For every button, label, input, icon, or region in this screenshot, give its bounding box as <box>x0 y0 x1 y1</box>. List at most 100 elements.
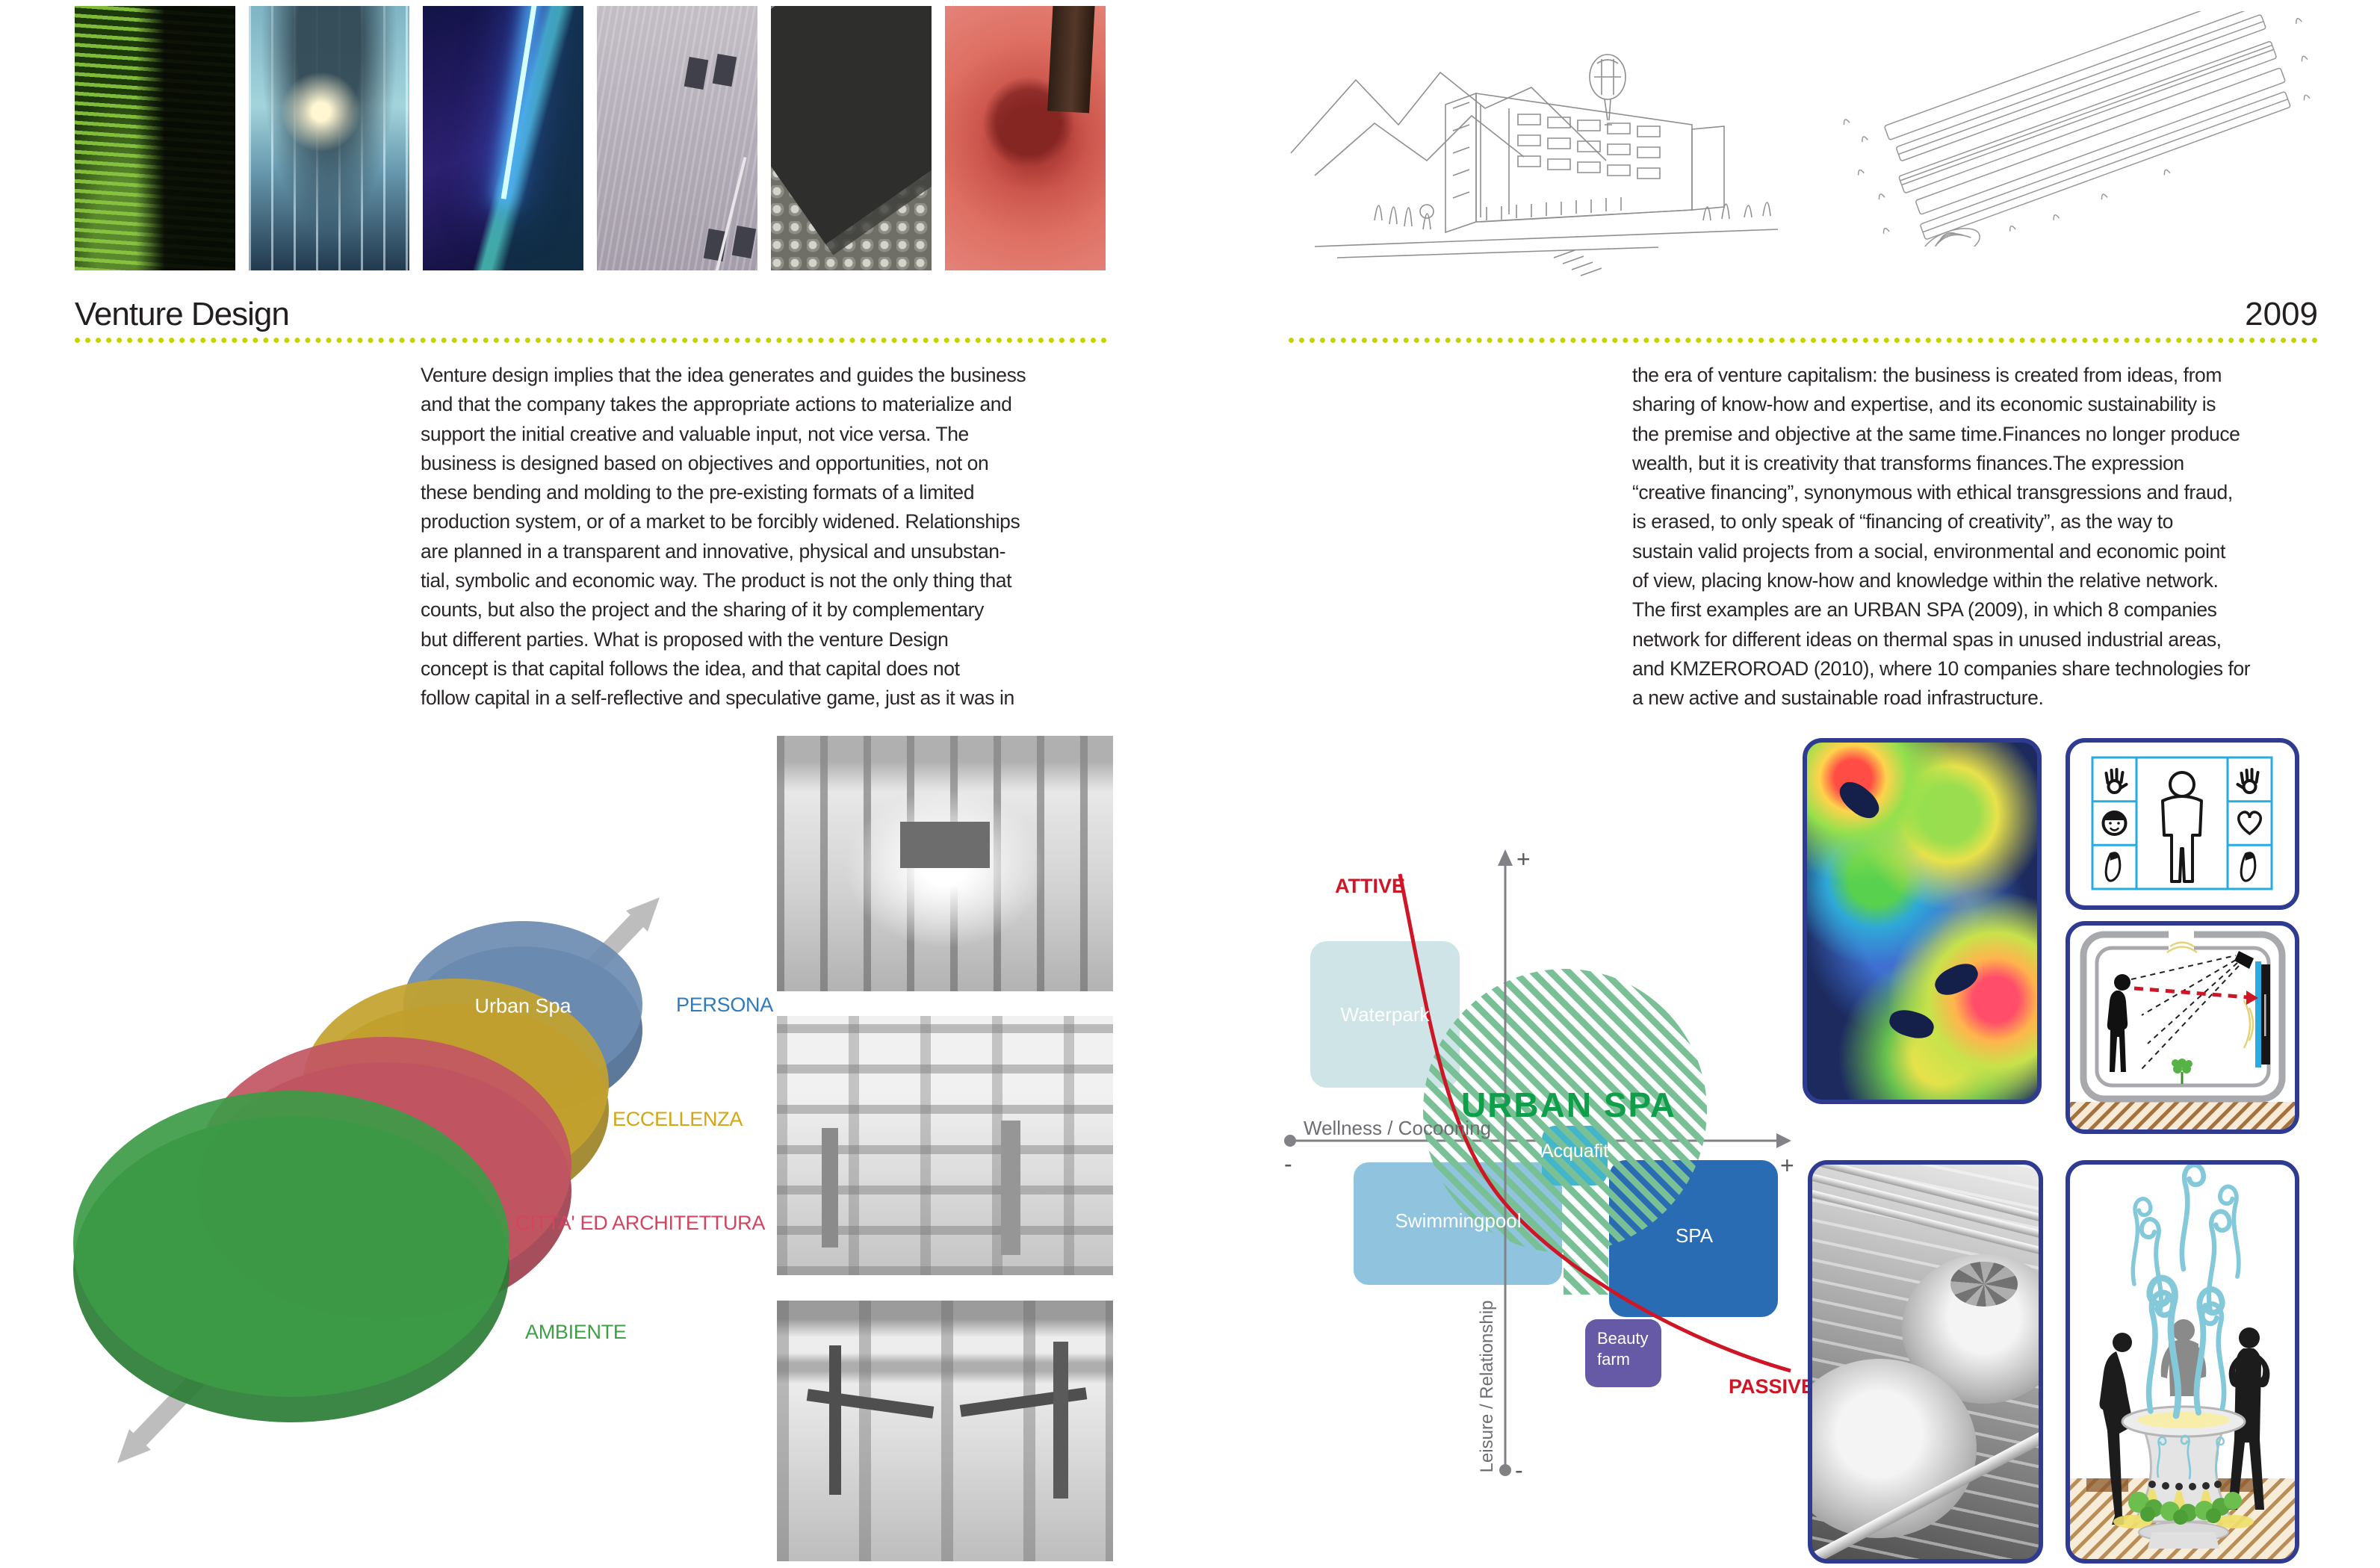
gaze-arrow <box>2133 986 2258 1005</box>
x-minus: - <box>1284 1150 1292 1177</box>
body-text-right: the era of venture capitalism: the busin… <box>1632 361 2331 713</box>
y-plus: + <box>1516 846 1531 873</box>
x-axis-label: Wellness / Cocooning <box>1304 1117 1491 1139</box>
text-line: sharing of know-how and expertise, and i… <box>1632 393 2216 416</box>
label-attive: ATTIVE <box>1335 875 1405 897</box>
neon-light <box>501 6 542 199</box>
disc-ambiente <box>73 1091 509 1422</box>
foot-icon <box>2104 852 2122 882</box>
text-line: but different parties. What is proposed … <box>421 627 949 651</box>
camera-icon <box>2234 951 2254 969</box>
floor <box>2070 1102 2295 1129</box>
label-spa: SPA <box>1676 1224 1714 1247</box>
label-waterpark: Waterpark <box>1341 1003 1431 1026</box>
bench <box>684 57 709 90</box>
dotted-rule-right <box>1289 338 2318 343</box>
photo-gabion-wall <box>771 6 932 270</box>
photo-factory-beams-hall <box>777 1301 1113 1561</box>
body-zones-panel <box>2066 738 2299 910</box>
hand-icon <box>2104 768 2128 794</box>
urban-spa-positioning-chart: + - - + ATTIVE PASSIVE Wellness / Cocoon… <box>1284 846 1815 1484</box>
sketch-building-mountains-balloon <box>1290 54 1779 276</box>
screen-room-diagram-panel <box>2066 921 2299 1134</box>
photo-green-lit-glass-wall <box>75 6 235 270</box>
hand-silhouette <box>1834 775 1885 825</box>
y-minus: - <box>1515 1457 1523 1484</box>
text-line: is erased, to only speak of “financing o… <box>1632 510 2174 533</box>
year-label: 2009 <box>2245 296 2318 332</box>
text-line: wealth, but it is creativity that transf… <box>1632 451 2184 474</box>
pipe <box>1812 1165 2039 1225</box>
label-beauty-farm: Beauty farm <box>1597 1329 1649 1369</box>
attive-passive-curve <box>1398 873 1791 1373</box>
thermal-image-panel <box>1803 738 2042 1104</box>
body-zones-grid <box>2091 756 2273 890</box>
hand-icon <box>2236 768 2260 794</box>
screen-room-diagram <box>2070 927 2295 1129</box>
photo-factory-arched-corridor <box>777 736 1113 991</box>
text-line: of view, placing know-how and knowledge … <box>1632 569 2219 592</box>
label-eccellenza: ECCELLENZA <box>613 1108 743 1130</box>
hand-silhouette <box>1930 958 1983 1001</box>
screen-frame <box>2255 961 2261 1067</box>
text-line: follow capital in a self-reflective and … <box>421 687 1014 710</box>
text-line: “creative financing”, synonymous with et… <box>1632 481 2233 504</box>
text-line: business is designed based on objectives… <box>421 451 989 474</box>
label-citta-ed-architettura: CITTA' ED ARCHITETTURA <box>515 1212 766 1234</box>
text-line: counts, but also the project and the sha… <box>421 598 984 622</box>
vapor-fountain-panel <box>2066 1160 2299 1564</box>
industrial-tanks-panel <box>1808 1160 2043 1564</box>
face-icon <box>2101 811 2128 836</box>
right-figure-silhouette <box>2228 1327 2270 1510</box>
disc-core-label: Urban Spa <box>474 994 571 1017</box>
photo-aerial-pavement <box>597 6 757 270</box>
label-swimmingpool: Swimmingpool <box>1395 1209 1521 1232</box>
urban-spa-highlight-circle <box>1423 969 1707 1253</box>
column <box>1001 1121 1020 1255</box>
floor-tile <box>2086 1478 2128 1492</box>
column <box>829 1345 841 1495</box>
dark-wall <box>771 6 932 244</box>
person-icon <box>2161 771 2203 883</box>
box-beauty-farm <box>1585 1319 1661 1387</box>
plant-icon <box>2172 1059 2192 1084</box>
bench <box>712 54 737 87</box>
person-silhouette <box>2107 974 2130 1072</box>
text-line: support the initial creative and valuabl… <box>421 422 969 445</box>
hand-silhouette <box>1886 1005 1937 1043</box>
label-persona: PERSONA <box>676 994 773 1016</box>
text-line: The first examples are an URBAN SPA (200… <box>1632 598 2217 622</box>
text-line: a new active and sustainable road infras… <box>1632 687 2044 710</box>
text-line: and that the company takes the appropria… <box>421 393 1012 416</box>
text-line: the premise and objective at the same ti… <box>1632 422 2240 445</box>
foliage <box>2128 1492 2242 1525</box>
column <box>1053 1342 1068 1499</box>
y-axis-label: Leisure / Relationship <box>1477 1301 1497 1473</box>
page-title: Venture Design <box>75 296 290 332</box>
label-ambiente: AMBIENTE <box>525 1321 627 1343</box>
text-line: sustain valid projects from a social, en… <box>1632 539 2225 563</box>
screen-line <box>2264 994 2266 1036</box>
text-line: these bending and molding to the pre-exi… <box>421 481 975 504</box>
x-plus: + <box>1780 1152 1794 1179</box>
sound-waves <box>2166 941 2255 1049</box>
wooden-post <box>1047 6 1095 114</box>
body-text-left: Venture design implies that the idea gen… <box>421 361 1115 713</box>
text-line: Venture design implies that the idea gen… <box>421 364 1026 386</box>
photo-red-basin <box>945 6 1106 270</box>
heart-icon <box>2237 811 2262 836</box>
urban-spa-title: URBAN SPA <box>1461 1085 1676 1124</box>
photo-neon-blue-line <box>423 6 583 270</box>
text-line: the era of venture capitalism: the busin… <box>1632 364 2222 386</box>
vapor-fountain-illustration <box>2070 1165 2295 1559</box>
text-line: and KMZEROROAD (2010), where 10 companie… <box>1632 657 2251 680</box>
foot-icon <box>2240 852 2257 882</box>
photo-fountain-mist <box>249 6 409 270</box>
text-line: network for different ideas on thermal s… <box>1632 627 2222 651</box>
text-line: concept is that capital follows the idea… <box>421 657 960 680</box>
impeller-wheel <box>1950 1262 2018 1307</box>
sight-lines <box>2130 955 2240 1070</box>
y-axis <box>1498 849 1513 1476</box>
column <box>822 1128 838 1248</box>
